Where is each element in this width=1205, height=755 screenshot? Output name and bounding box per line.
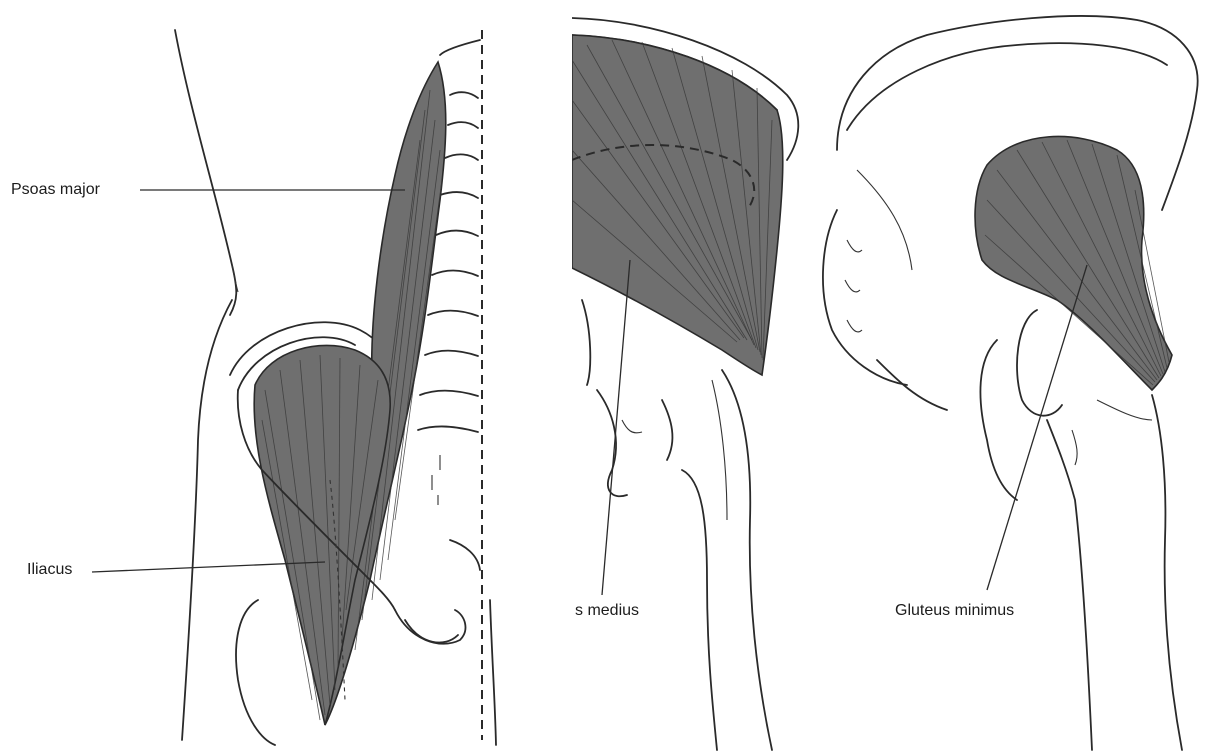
ilium-detail [857,170,912,270]
sacrum-outline [823,210,907,385]
femur-shaft-left [682,470,717,750]
gluteus-medius-leader [602,260,630,595]
gluteus-minimus-muscle [975,136,1172,390]
sacrum-edge [450,540,480,570]
body-outline-crease [232,265,238,292]
psoas-major-label: Psoas major [11,181,100,199]
femur-shaft-right [1152,395,1182,750]
panel-gluteus-medius: s medius [572,0,817,755]
femur-shaft-right [722,370,772,750]
lesser-trochanter [1072,430,1077,465]
ischium [980,340,1017,500]
body-outline-lower [182,300,232,740]
femur-shaft-left [1047,420,1092,750]
gluteus-minimus-leader [987,265,1087,590]
iliopsoas-illustration [0,0,572,755]
body-outline-upper [175,30,236,315]
femur-detail [712,380,727,520]
gluteus-minimus-illustration [817,0,1205,755]
gluteus-medius-illustration [572,0,817,755]
iliacus-label: Iliacus [27,561,72,579]
bone-detail [622,420,642,433]
femur-head [236,600,275,745]
sacral-foramina [845,240,862,332]
iliac-crest [847,43,1167,130]
trochanter-notch [662,400,672,460]
pubic-body [490,600,496,745]
gluteus-minimus-label: Gluteus minimus [895,602,1014,620]
trochanter-left [582,300,590,385]
trochanter-detail [1097,400,1152,420]
panel-iliopsoas: Psoas major Iliacus [0,0,572,755]
gluteus-medius-label: s medius [575,602,639,620]
obturator [405,620,458,643]
panel-gluteus-minimus: Gluteus minimus [817,0,1205,755]
coccyx [877,360,947,410]
femoral-head [1017,310,1062,416]
